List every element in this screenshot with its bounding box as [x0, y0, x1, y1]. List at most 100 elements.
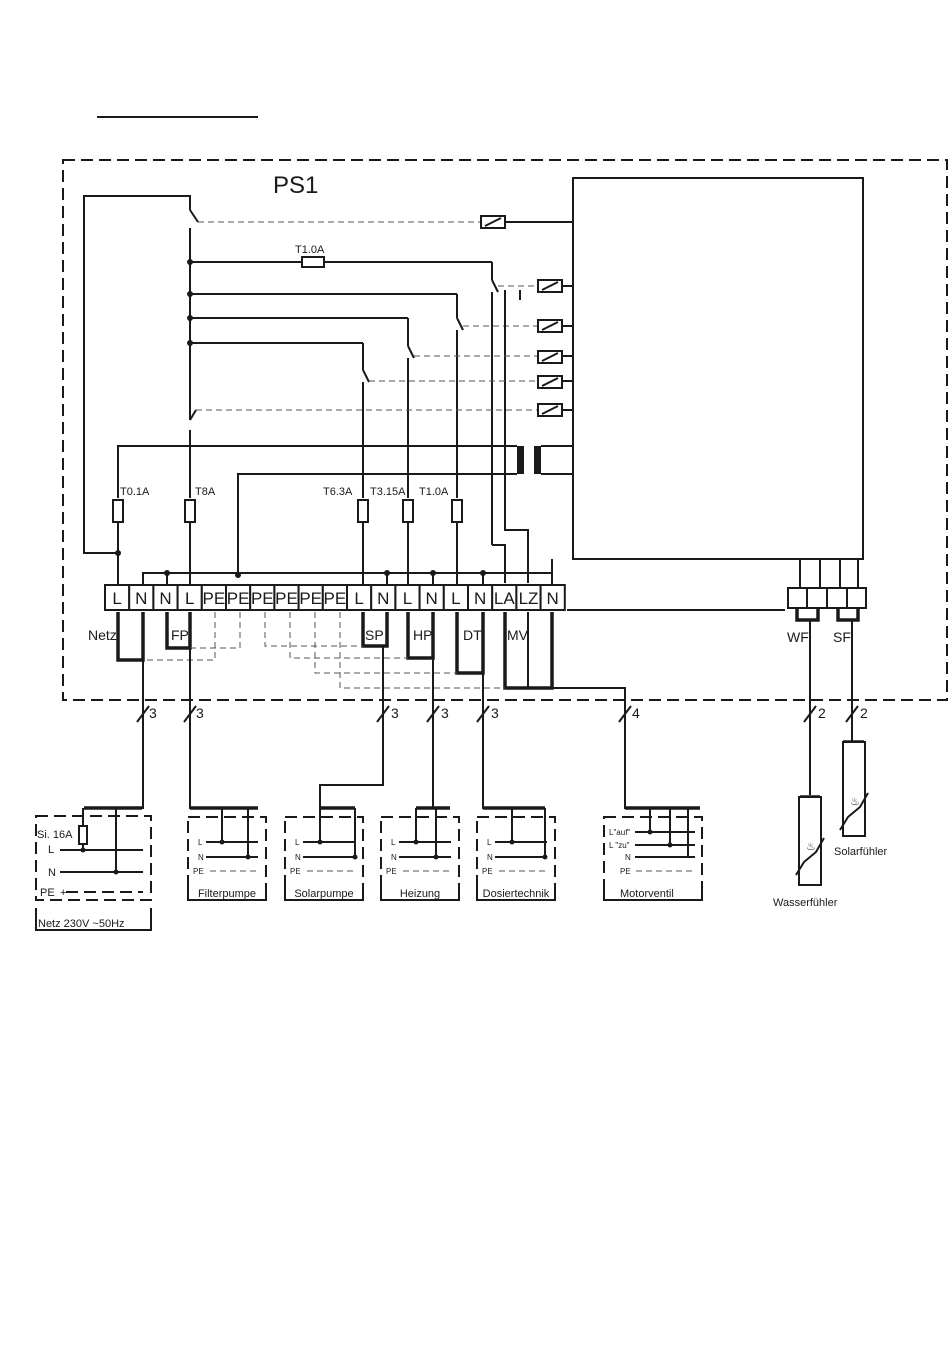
fuse-label-4: T3.15A — [370, 486, 406, 498]
relay-coil-2 — [538, 280, 562, 292]
consumer-n-label: N — [391, 853, 397, 862]
consumer-n-label: N — [487, 853, 493, 862]
fuse-label-2: T8A — [195, 486, 216, 498]
terminal-label: L — [185, 589, 194, 608]
cables — [84, 646, 700, 808]
relay-coil-5 — [538, 376, 562, 388]
neutral-bus — [143, 573, 552, 585]
label-dt: DT — [463, 627, 482, 643]
consumer-box: LN PE Solarpumpe — [285, 808, 363, 900]
transformer-core-left — [517, 446, 524, 474]
terminal-label: PE — [299, 589, 322, 608]
terminal-label: LA — [494, 589, 515, 608]
motor-caption: Motorventil — [620, 888, 674, 900]
solar-sensor: ♨ Solarfühler — [834, 742, 888, 858]
terminal-label: N — [474, 589, 486, 608]
consumer-pe-label: PE — [386, 867, 397, 876]
relay-coil-6 — [538, 404, 562, 416]
netz-fuse-label: Si. 16A — [37, 829, 73, 841]
motorventil-box: L"auf" L "zu" N PE Motorventil — [604, 808, 702, 900]
transformer-core-right — [534, 446, 541, 474]
fuse-row: T0.1A T8A T6.3A T3.15A T1.0A — [113, 486, 462, 522]
consumer-caption: Filterpumpe — [198, 888, 256, 900]
relay-coil-4 — [538, 351, 562, 363]
motor-l-auf: L"auf" — [609, 828, 630, 837]
consumer-box: LN PE Filterpumpe — [188, 808, 266, 900]
fuse-label-1: T0.1A — [120, 486, 150, 498]
label-fp: FP — [171, 627, 189, 643]
terminal-label: N — [426, 589, 438, 608]
consumer-n-label: N — [295, 853, 301, 862]
terminal-label: L — [112, 589, 121, 608]
fuse-label-5: T1.0A — [419, 486, 449, 498]
cable-count-dt: 3 — [491, 705, 499, 721]
cable-count-hp: 3 — [441, 705, 449, 721]
consumer-l-label: L — [198, 838, 203, 847]
label-hp: HP — [413, 627, 432, 643]
terminal-label: N — [159, 589, 171, 608]
netz-box: Si. 16A L N PE + Netz 230V ~50Hz — [36, 808, 151, 930]
cable-count-netz: 3 — [149, 705, 157, 721]
netz-n-label: N — [48, 867, 56, 879]
cable-count-fp: 3 — [196, 705, 204, 721]
cable-count-sf: 2 — [860, 705, 868, 721]
terminal-label: PE — [324, 589, 347, 608]
netz-l-loop — [84, 196, 190, 553]
motor-n: N — [625, 853, 631, 862]
consumer-boxes: LNPEFilterpumpeLNPESolarpumpeLNPEHeizung… — [188, 808, 555, 900]
label-mv: MV — [507, 627, 529, 643]
terminal-label: N — [377, 589, 389, 608]
motor-l-zu: L "zu" — [609, 841, 630, 850]
pe-wiring — [143, 612, 505, 688]
netz-pe-arrow-icon: + — [60, 887, 66, 899]
relay-coil-3 — [538, 320, 562, 332]
terminal-label: PE — [203, 589, 226, 608]
consumer-caption: Heizung — [400, 888, 440, 900]
terminal-label: L — [451, 589, 460, 608]
consumer-caption: Dosiertechnik — [483, 888, 550, 900]
terminal-label: LZ — [519, 589, 539, 608]
label-sp: SP — [365, 627, 384, 643]
netz-caption: Netz 230V ~50Hz — [38, 918, 125, 930]
water-sensor-label: Wasserfühler — [773, 897, 838, 909]
water-sensor-thermo-icon: ♨ — [806, 841, 816, 853]
cable-count-sp: 3 — [391, 705, 399, 721]
terminal-label: PE — [251, 589, 274, 608]
netz-pe-label: PE — [40, 887, 55, 899]
switch-top — [190, 210, 198, 222]
consumer-pe-label: PE — [290, 867, 301, 876]
controller-block — [573, 178, 863, 559]
motor-pe: PE — [620, 867, 631, 876]
consumer-pe-label: PE — [193, 867, 204, 876]
cable-count-wf: 2 — [818, 705, 826, 721]
consumer-box: LN PE Heizung — [381, 808, 459, 900]
terminal-label: N — [547, 589, 559, 608]
terminal-label: PE — [227, 589, 250, 608]
solar-sensor-label: Solarfühler — [834, 846, 888, 858]
terminal-label: PE — [275, 589, 298, 608]
label-netz: Netz — [88, 627, 117, 643]
ps1-title: PS1 — [273, 172, 318, 199]
netz-l-label: L — [48, 844, 54, 856]
consumer-box: LN PE Dosiertechnik — [477, 808, 555, 900]
label-wf: WF — [787, 629, 809, 645]
water-sensor: ♨ Wasserfühler — [773, 797, 838, 909]
cable-count-mv: 4 — [632, 705, 640, 721]
consumer-pe-label: PE — [482, 867, 493, 876]
consumer-l-label: L — [487, 838, 492, 847]
terminal-label: L — [354, 589, 363, 608]
consumer-l-label: L — [295, 838, 300, 847]
relay-coil-1 — [481, 216, 505, 228]
cable-counts: 3 3 3 3 3 4 2 2 — [137, 705, 868, 722]
fuse-label-3: T6.3A — [323, 486, 353, 498]
terminal-label: L — [403, 589, 412, 608]
terminal-label: N — [135, 589, 147, 608]
consumer-n-label: N — [198, 853, 204, 862]
fuse-top — [302, 257, 324, 267]
consumer-caption: Solarpumpe — [294, 888, 353, 900]
solar-sensor-thermo-icon: ♨ — [850, 796, 860, 808]
fuse-top-label: T1.0A — [295, 244, 325, 256]
consumer-l-label: L — [391, 838, 396, 847]
